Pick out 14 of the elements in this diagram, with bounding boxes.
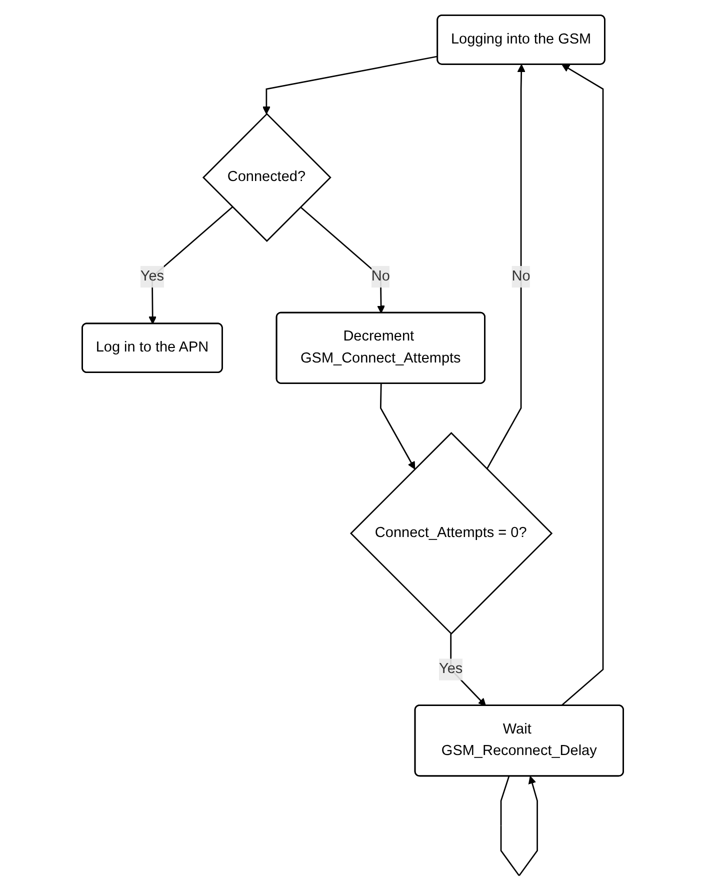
node-diamond: Connect_Attempts = 0? bbox=[350, 432, 552, 634]
arrow bbox=[486, 64, 526, 469]
arrow bbox=[148, 206, 233, 324]
arrow bbox=[560, 64, 604, 706]
edge-label: No bbox=[512, 268, 530, 284]
arrow bbox=[262, 55, 438, 114]
arrow bbox=[450, 633, 486, 706]
arrow bbox=[300, 206, 385, 313]
node-diamond: Connected? bbox=[202, 112, 332, 242]
edge-label: No bbox=[371, 268, 390, 284]
edge-label: Yes bbox=[438, 660, 462, 676]
edge-label: Yes bbox=[140, 268, 164, 284]
arrow bbox=[500, 776, 538, 876]
arrow bbox=[380, 383, 415, 469]
